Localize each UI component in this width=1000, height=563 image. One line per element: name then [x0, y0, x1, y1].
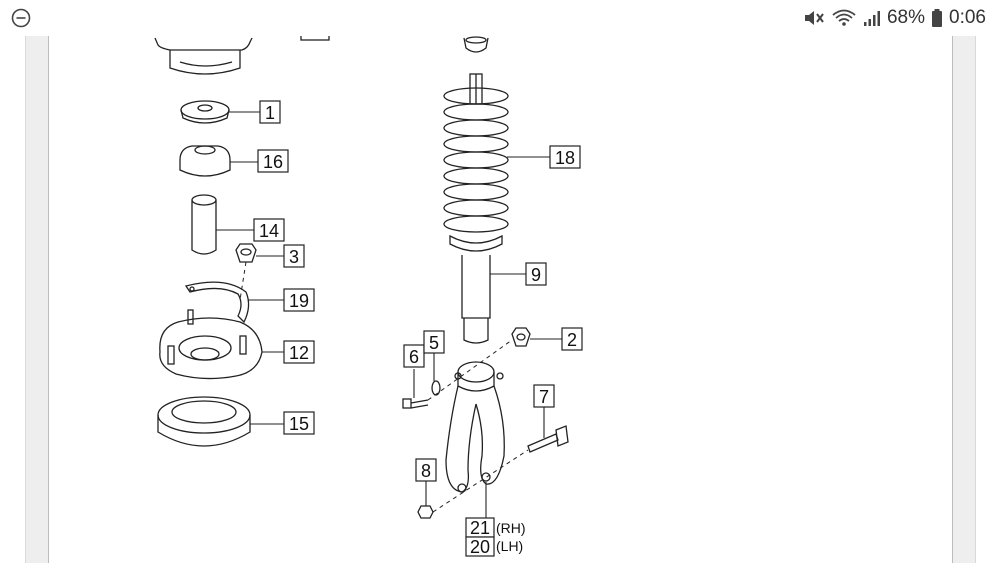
washer-part — [180, 100, 230, 124]
callout-label-16: 16 — [263, 152, 283, 172]
callout-label-7: 7 — [539, 387, 549, 407]
callout-suffix-20: (LH) — [496, 538, 523, 554]
callout-label-3: 3 — [289, 247, 299, 267]
mount-plate-part — [159, 309, 263, 380]
callout-box-20 — [465, 536, 495, 557]
lower-bolt-part — [527, 425, 569, 453]
signal-icon — [863, 11, 880, 26]
strut-top-bushing-part — [463, 36, 489, 53]
callout-label-21: 21 — [470, 518, 490, 538]
strut-body-part — [461, 255, 491, 344]
lock-nut-part — [511, 327, 531, 347]
wifi-icon — [832, 9, 856, 26]
callout-box-5 — [423, 330, 445, 354]
callout-box-8 — [415, 458, 437, 482]
pinch-bolt-part — [402, 398, 429, 409]
lower-nut-part — [417, 505, 434, 519]
strut-top-mount-part — [154, 37, 253, 75]
mute-icon — [804, 11, 824, 25]
left-page-rail — [25, 36, 49, 563]
callout-suffix-21: (RH) — [496, 520, 526, 536]
coil-spring-part — [443, 73, 509, 252]
callout-label-20: 20 — [470, 537, 490, 557]
callout-box-cutoff — [300, 36, 330, 41]
bracket-part — [184, 281, 250, 324]
nut-part — [235, 243, 257, 263]
callout-label-19: 19 — [289, 291, 309, 311]
spacer-tube-part — [191, 194, 217, 255]
callout-label-5: 5 — [429, 333, 439, 353]
callout-box-7 — [533, 384, 555, 408]
isolator-ring-part — [157, 396, 251, 447]
callout-box-18 — [549, 145, 581, 169]
status-bar: 68% 0:06 — [0, 0, 1000, 36]
callout-box-9 — [525, 262, 547, 286]
callout-label-1: 1 — [265, 103, 275, 123]
callout-box-6 — [403, 344, 425, 368]
callout-label-14: 14 — [259, 221, 279, 241]
clock-time: 0:06 — [949, 7, 986, 28]
callout-box-15 — [283, 411, 315, 435]
status-icons: 68% 0:06 — [803, 6, 986, 30]
callout-label-6: 6 — [409, 347, 419, 367]
bump-stop-cap-part — [179, 145, 231, 177]
callout-box-12 — [283, 340, 315, 364]
battery-icon — [932, 9, 943, 27]
battery-percent: 68% — [886, 7, 926, 28]
callout-box-16 — [257, 149, 289, 173]
callout-box-1 — [259, 100, 281, 124]
callout-box-2 — [561, 327, 583, 351]
minus-circle-icon[interactable] — [10, 7, 32, 29]
callout-box-14 — [253, 218, 285, 242]
callout-box-3 — [283, 244, 305, 268]
callout-label-12: 12 — [289, 343, 309, 363]
callout-label-18: 18 — [555, 148, 575, 168]
right-page-rail — [952, 36, 976, 563]
callout-label-8: 8 — [421, 461, 431, 481]
callout-label-2: 2 — [567, 330, 577, 350]
exploded-parts-diagram: 1 16 14 3 19 12 15 18 9 2 6 5 7 8 21 (RH… — [154, 36, 583, 557]
small-washer-part — [431, 380, 441, 396]
callout-label-15: 15 — [289, 414, 309, 434]
callout-label-9: 9 — [531, 265, 541, 285]
callout-box-19 — [283, 288, 315, 312]
